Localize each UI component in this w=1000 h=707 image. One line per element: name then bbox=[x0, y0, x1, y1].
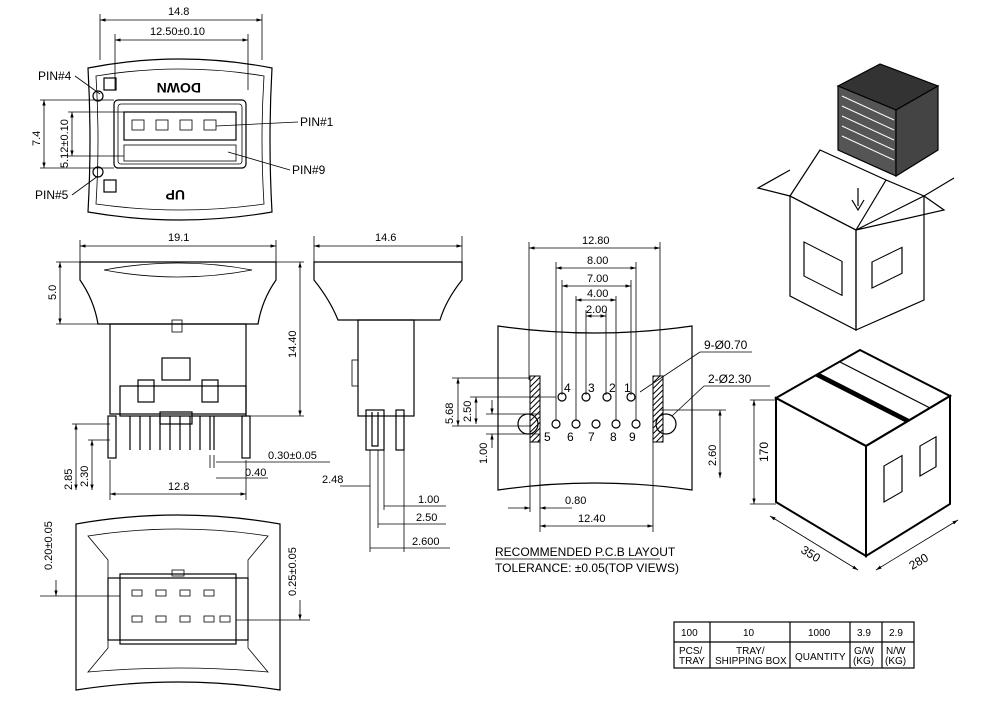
flange bbox=[79, 261, 277, 325]
pcb-layout: 12.80 8.00 7.00 4.00 2.00 bbox=[444, 235, 770, 575]
dim-8-00: 8.00 bbox=[587, 255, 608, 267]
side-flange bbox=[313, 261, 463, 321]
table-label-gw-1: G/W bbox=[854, 646, 875, 657]
open-box-illustration bbox=[756, 63, 955, 331]
box-width: 280 bbox=[907, 550, 932, 572]
label-pin4: PIN#4 bbox=[38, 69, 72, 83]
dim-12-80: 12.80 bbox=[582, 235, 610, 247]
pcb-holes bbox=[551, 392, 641, 429]
dim-0-25: 0.25±0.05 bbox=[287, 547, 299, 596]
dim-12-8: 12.8 bbox=[168, 481, 189, 493]
tray-stack bbox=[836, 63, 940, 178]
table-label-pcs-1: PCS/ bbox=[679, 646, 703, 657]
front-view: 19.1 5.0 14. bbox=[47, 232, 330, 500]
table-label-nw-2: (KG) bbox=[885, 656, 906, 667]
table-label-tray-1: TRAY/ bbox=[736, 646, 765, 657]
top-view: 14.8 12.50±0.10 DOWN UP PIN#4 PIN#5 PIN#… bbox=[31, 6, 334, 221]
table-label-pcs-2: TRAY bbox=[679, 656, 705, 667]
usb-port bbox=[113, 99, 247, 169]
dim-2-50: 2.50 bbox=[416, 512, 437, 524]
dim-12-50: 12.50±0.10 bbox=[150, 26, 205, 38]
packing-table: 100 10 1000 3.9 2.9 PCS/ TRAY TRAY/ SHIP… bbox=[673, 621, 915, 669]
dim-2-600: 2.600 bbox=[412, 536, 440, 548]
dim-14-6: 14.6 bbox=[375, 232, 396, 244]
pcb-tolerance: TOLERANCE: ±0.05(TOP VIEWS) bbox=[495, 561, 679, 575]
dim-7-00: 7.00 bbox=[587, 273, 608, 285]
dim-1-00: 1.00 bbox=[418, 494, 439, 506]
pin-label-2: 2 bbox=[609, 381, 616, 395]
pin-label-1: 1 bbox=[624, 381, 631, 395]
label-pin1: PIN#1 bbox=[300, 115, 334, 129]
dim-14-8: 14.8 bbox=[168, 6, 189, 18]
dim-12-40: 12.40 bbox=[578, 513, 606, 525]
shipping-box: 170 350 280 bbox=[750, 348, 959, 573]
slot-right bbox=[652, 375, 664, 443]
label-down: DOWN bbox=[157, 80, 201, 96]
label-holes-small: 9-Ø0.70 bbox=[704, 338, 748, 352]
table-value-gw: 3.9 bbox=[857, 628, 871, 639]
bottom-view: 0.20±0.05 0.25±0.05 bbox=[40, 514, 310, 691]
bottom-footprint bbox=[107, 577, 249, 641]
pin-label-3: 3 bbox=[588, 381, 595, 395]
dim-5-0: 5.0 bbox=[47, 285, 59, 300]
table-value-quantity: 1000 bbox=[808, 628, 831, 639]
dim-2-00: 2.00 bbox=[586, 304, 607, 316]
pcb-outline bbox=[497, 325, 693, 491]
dim-4-00: 4.00 bbox=[587, 288, 608, 300]
body bbox=[109, 323, 247, 415]
label-pin5: PIN#5 bbox=[35, 188, 69, 202]
box-height: 170 bbox=[757, 442, 771, 462]
label-up: UP bbox=[166, 187, 185, 203]
contact-tongue bbox=[123, 111, 237, 141]
dim-2-48: 2.48 bbox=[322, 474, 343, 486]
label-pin9: PIN#9 bbox=[292, 163, 326, 177]
housing-outline bbox=[87, 58, 273, 221]
table-label-gw-2: (KG) bbox=[853, 656, 874, 667]
dim-2-85: 2.85 bbox=[63, 469, 75, 490]
dim-0-40: 0.40 bbox=[245, 467, 266, 479]
table-value-tray: 10 bbox=[743, 628, 755, 639]
label-holes-large: 2-Ø2.30 bbox=[708, 372, 752, 386]
pin-label-9: 9 bbox=[629, 430, 636, 444]
dim-5-12: 5.12±0.10 bbox=[59, 119, 71, 168]
dim-0-30: 0.30±0.05 bbox=[268, 450, 317, 462]
bottom-pads bbox=[131, 589, 231, 623]
pin-label-6: 6 bbox=[567, 430, 574, 444]
table-label-quantity: QUANTITY bbox=[795, 652, 846, 663]
dim-7-4: 7.4 bbox=[31, 131, 43, 146]
dim-1-00-v: 1.00 bbox=[478, 443, 490, 464]
pin-label-4: 4 bbox=[564, 381, 571, 395]
side-view: 14.6 2.48 1.00 2.50 2.600 bbox=[313, 232, 463, 552]
table-label-nw-1: N/W bbox=[886, 646, 906, 657]
front-pins bbox=[107, 415, 251, 459]
table-value-pcs: 100 bbox=[681, 628, 698, 639]
dim-2-50-v: 2.50 bbox=[462, 401, 474, 422]
dim-0-80: 0.80 bbox=[565, 495, 586, 507]
dim-19-1: 19.1 bbox=[168, 232, 189, 244]
dim-2-30: 2.30 bbox=[79, 466, 91, 487]
table-label-tray-2: SHIPPING BOX bbox=[715, 656, 787, 667]
pin-label-5: 5 bbox=[544, 430, 551, 444]
dim-2-60: 2.60 bbox=[707, 445, 719, 466]
dim-0-20: 0.20±0.05 bbox=[43, 521, 55, 570]
pcb-title: RECOMMENDED P.C.B LAYOUT bbox=[495, 545, 676, 559]
table-value-nw: 2.9 bbox=[889, 628, 903, 639]
pin-label-7: 7 bbox=[588, 430, 595, 444]
pin-label-8: 8 bbox=[610, 430, 617, 444]
slot-left bbox=[529, 375, 541, 443]
dim-14-40: 14.40 bbox=[287, 330, 299, 358]
dim-5-68: 5.68 bbox=[444, 403, 456, 424]
